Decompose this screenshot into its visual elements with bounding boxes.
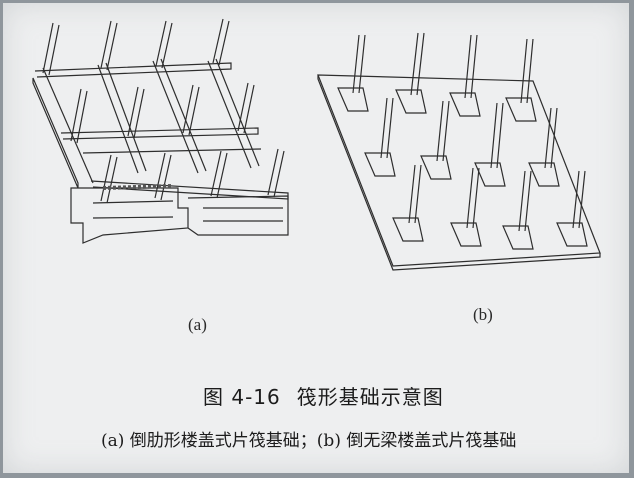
raft-foundation-diagrams [32,18,601,271]
figure-title-text: 筏形基础示意图 [296,385,444,409]
diagram-a-ribbed-raft [32,18,289,244]
diagram-b-flat-slab-raft [317,32,601,271]
figure-number: 图 4-16 [203,385,281,409]
figure-title: 图 4-16 筏形基础示意图 [203,381,444,410]
subfigure-label-a: (a) [188,315,207,334]
scanned-page: (a) (b) 图 4-16 筏形基础示意图 (a) 倒肋形楼盖式片筏基础；(b)… [3,3,629,473]
subfigure-label-b: (b) [473,305,493,324]
figure-caption: (a) 倒肋形楼盖式片筏基础；(b) 倒无梁楼盖式片筏基础 [101,431,517,451]
